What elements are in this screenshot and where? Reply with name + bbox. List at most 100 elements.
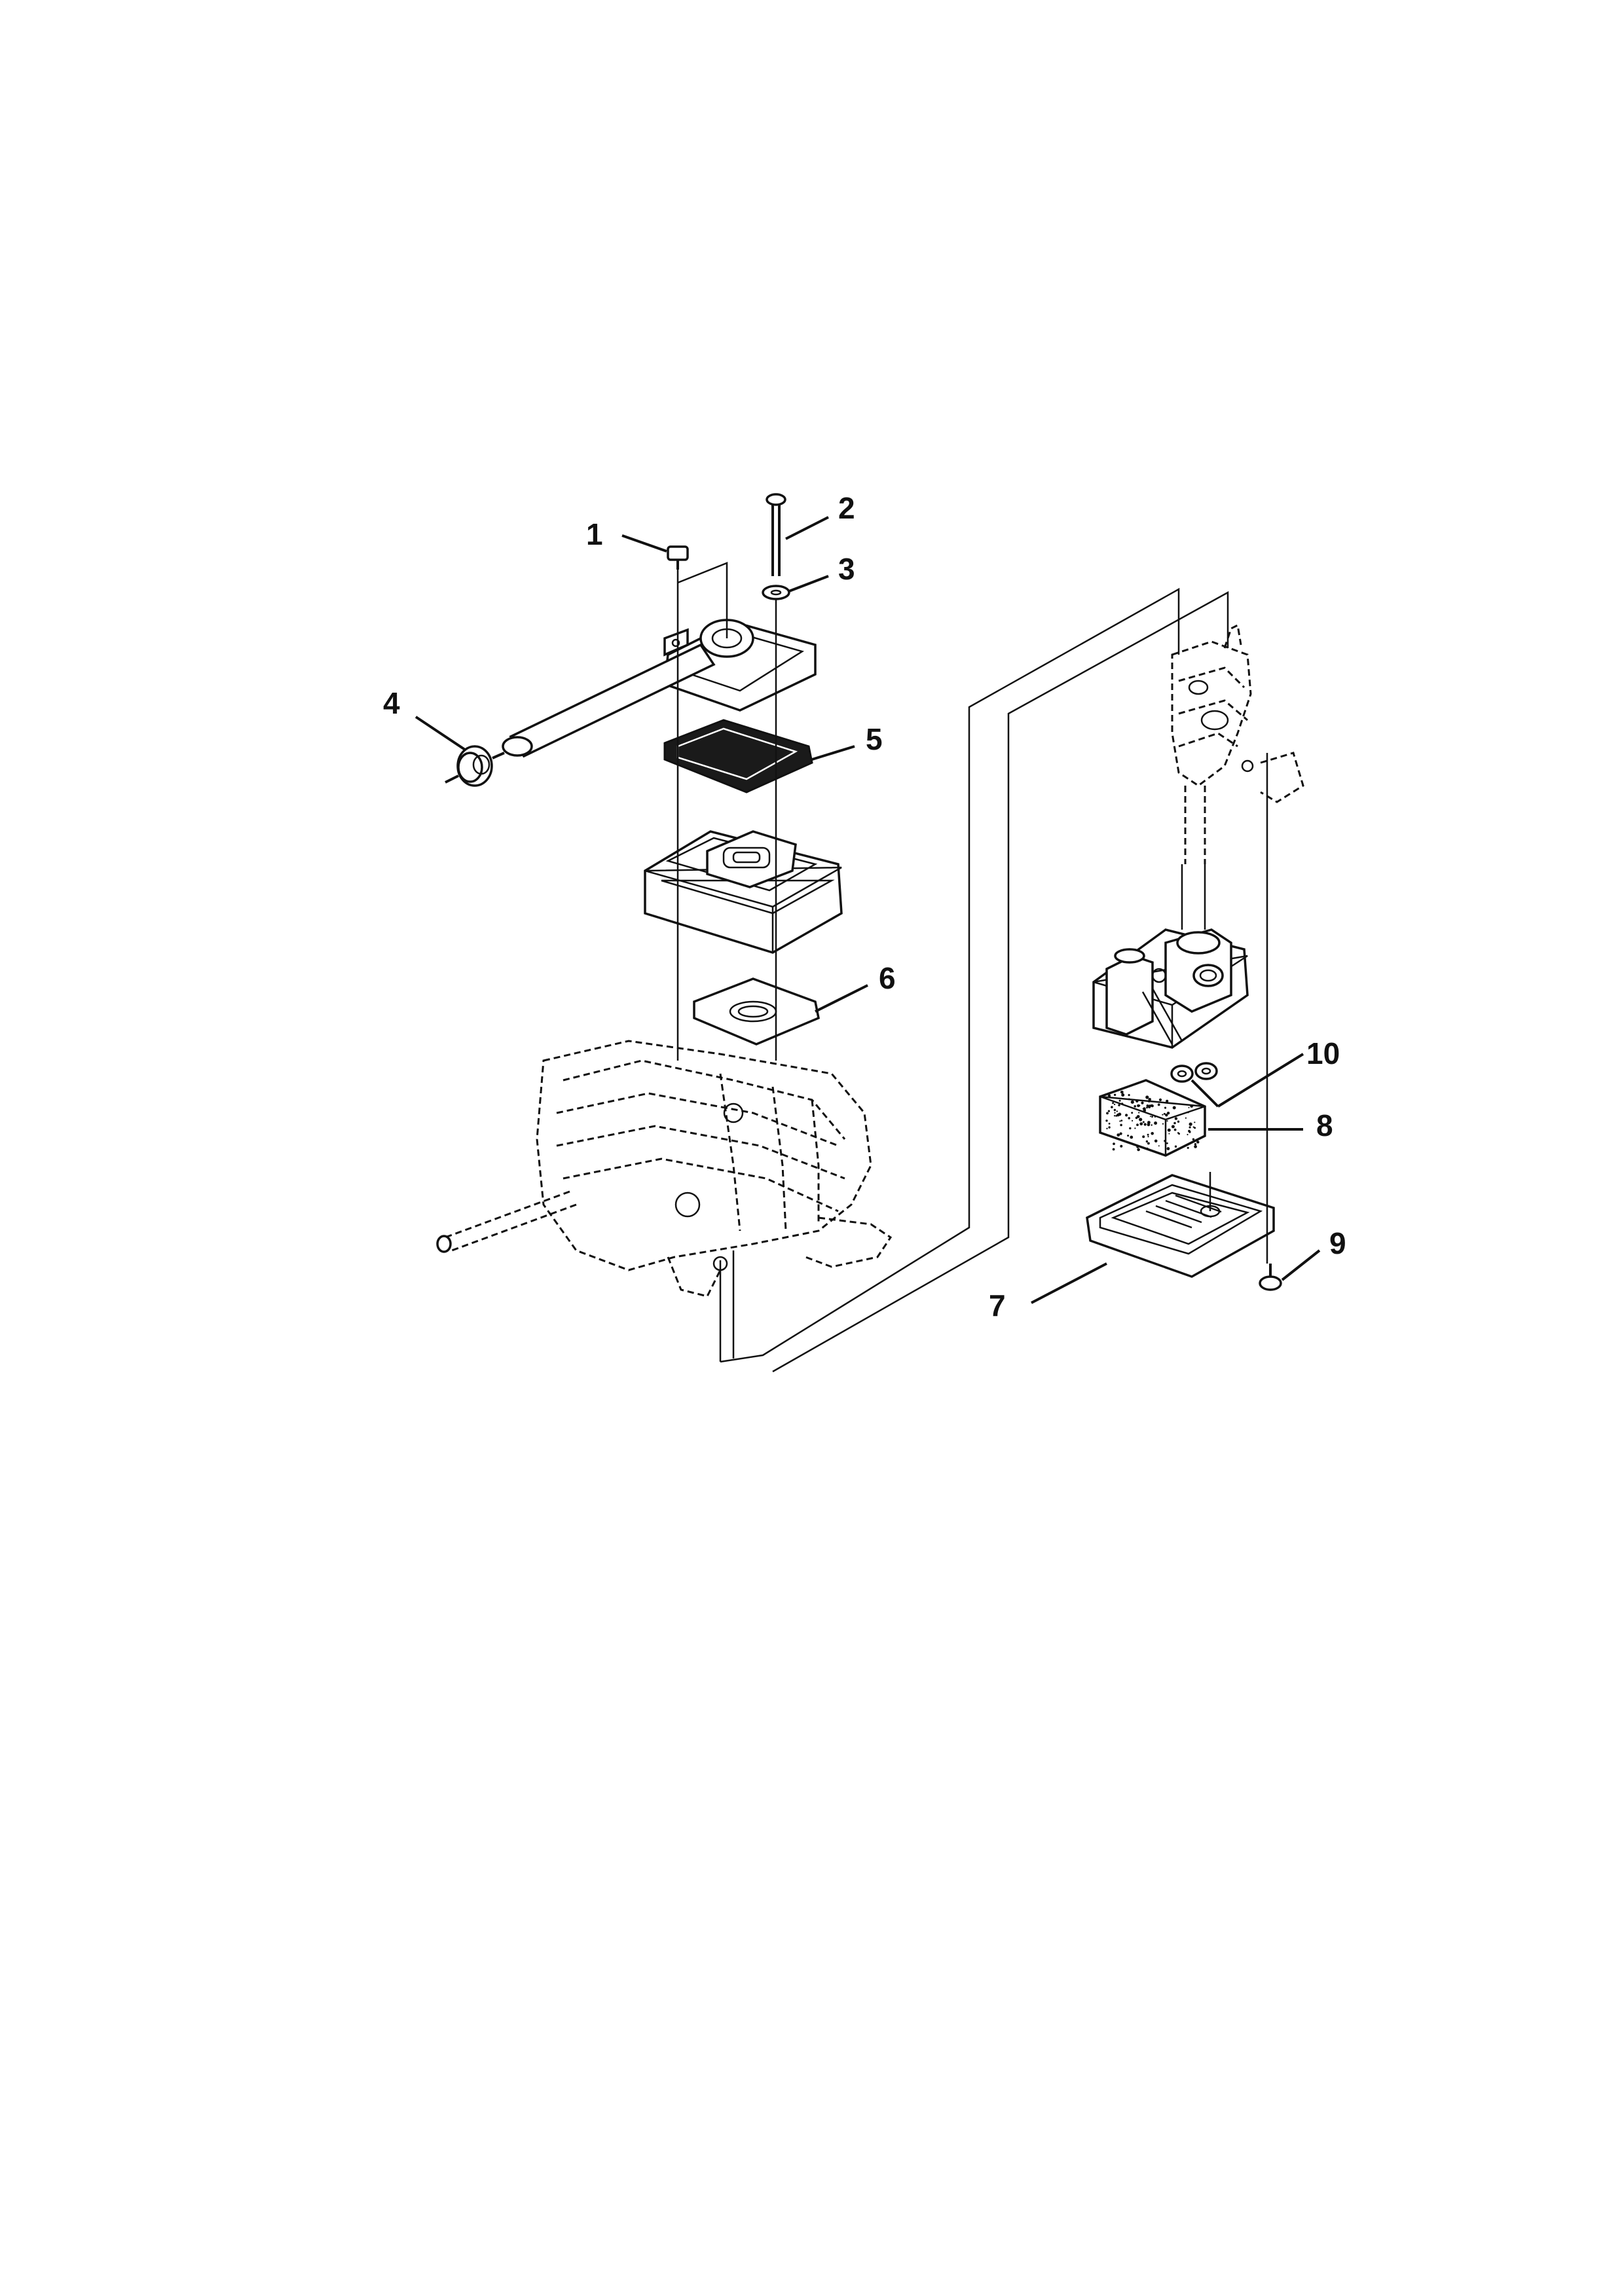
callout-2: 2 <box>785 491 855 540</box>
foam-speck <box>1134 1127 1136 1129</box>
foam-speck <box>1112 1102 1115 1104</box>
exhaust-deflector-cover <box>502 619 817 758</box>
foam-speck <box>1173 1121 1176 1125</box>
foam-speck <box>1128 1117 1130 1120</box>
foam-speck <box>1116 1110 1118 1112</box>
callout-label-6: 6 <box>879 961 896 995</box>
foam-speck <box>1185 1117 1187 1119</box>
foam-speck <box>1177 1120 1180 1123</box>
foam-speck <box>1145 1095 1149 1099</box>
foam-speck <box>1139 1118 1143 1121</box>
foam-speck <box>1151 1124 1153 1126</box>
foam-speck <box>1166 1120 1168 1122</box>
foam-speck <box>1187 1133 1189 1136</box>
foam-speck <box>1105 1120 1108 1122</box>
foam-speck <box>1177 1132 1179 1134</box>
foam-speck <box>1113 1093 1116 1097</box>
foam-speck <box>1107 1110 1110 1112</box>
foam-speck <box>1145 1140 1149 1143</box>
foam-speck <box>1130 1100 1134 1104</box>
callout-label-5: 5 <box>866 722 883 756</box>
foam-speck <box>1189 1131 1191 1133</box>
foam-speck <box>1113 1103 1116 1106</box>
foam-speck <box>1118 1112 1122 1116</box>
foam-speck <box>1127 1135 1130 1137</box>
muffler-body <box>644 830 843 954</box>
foam-speck <box>1128 1094 1130 1097</box>
foam-speck <box>1168 1133 1170 1135</box>
callout-1: 1 <box>586 517 667 553</box>
foam-texture <box>1105 1091 1200 1152</box>
foam-speck <box>1151 1116 1153 1118</box>
foam-speck <box>1154 1139 1158 1143</box>
callout-5: 5 <box>811 722 883 761</box>
callout-label-9: 9 <box>1329 1226 1346 1260</box>
foam-speck <box>1167 1128 1171 1132</box>
foam-speck <box>1158 1145 1160 1147</box>
air-cleaner-base <box>1092 928 1249 1049</box>
foam-speck <box>1189 1122 1192 1126</box>
foam-speck <box>1166 1112 1170 1115</box>
foam-speck <box>1142 1108 1144 1110</box>
foam-speck <box>1172 1106 1176 1110</box>
foam-speck <box>1143 1123 1147 1126</box>
foam-speck <box>1112 1148 1115 1151</box>
foam-speck <box>1194 1121 1196 1123</box>
callout-4: 4 <box>383 686 466 751</box>
foam-speck <box>1174 1117 1178 1120</box>
foam-speck <box>1142 1121 1145 1123</box>
part-8-foam-filter <box>1099 1079 1206 1157</box>
foam-speck <box>1121 1093 1125 1097</box>
foam-speck <box>1113 1108 1116 1112</box>
foam-speck <box>1132 1120 1134 1121</box>
foam-speck <box>1128 1098 1130 1101</box>
foam-speck <box>1138 1112 1140 1114</box>
foam-speck <box>1187 1146 1189 1149</box>
foam-speck <box>1120 1120 1123 1121</box>
foam-speck <box>1106 1112 1109 1115</box>
foam-speck <box>1171 1125 1175 1129</box>
foam-speck <box>1111 1106 1113 1108</box>
foam-speck <box>1147 1136 1149 1138</box>
foam-speck <box>1158 1098 1162 1101</box>
part-1-screw <box>667 545 689 570</box>
foam-speck <box>1190 1104 1194 1108</box>
foam-speck <box>1146 1147 1149 1150</box>
connector-lines <box>720 587 1229 1373</box>
foam-speck <box>1141 1101 1144 1104</box>
foam-speck <box>1163 1112 1166 1115</box>
part-7-air-cleaner-cover <box>1086 1172 1275 1278</box>
foam-speck <box>1147 1133 1149 1136</box>
left-alignment-lines <box>676 562 777 1362</box>
foam-speck <box>1120 1123 1122 1127</box>
foam-speck <box>1194 1145 1197 1148</box>
foam-speck <box>1118 1104 1120 1106</box>
foam-speck <box>1108 1126 1111 1129</box>
foam-speck <box>1114 1112 1116 1114</box>
foam-speck <box>1166 1099 1169 1102</box>
foam-speck <box>1107 1094 1111 1097</box>
part-2-long-bolt <box>766 493 786 576</box>
engine-block <box>436 1040 893 1298</box>
foam-speck <box>1143 1108 1147 1112</box>
foam-speck <box>1164 1140 1166 1142</box>
foam-speck <box>1187 1111 1189 1114</box>
foam-speck <box>1134 1105 1136 1108</box>
foam-speck <box>1194 1143 1197 1146</box>
foam-speck <box>1108 1122 1111 1125</box>
foam-speck <box>1120 1102 1124 1105</box>
carburetor <box>1171 623 1304 803</box>
foam-speck <box>1119 1120 1121 1122</box>
foam-speck <box>1174 1145 1177 1148</box>
foam-speck <box>1106 1127 1108 1130</box>
part-3-washer <box>762 585 790 600</box>
foam-speck <box>1129 1127 1132 1130</box>
foam-speck <box>1151 1132 1154 1135</box>
foam-speck <box>1196 1140 1200 1144</box>
callout-10: 10 <box>1190 1036 1340 1108</box>
callout-label-4: 4 <box>383 686 400 720</box>
foam-speck <box>1154 1116 1156 1118</box>
foam-speck <box>1166 1142 1168 1144</box>
foam-speck <box>1119 1132 1122 1135</box>
